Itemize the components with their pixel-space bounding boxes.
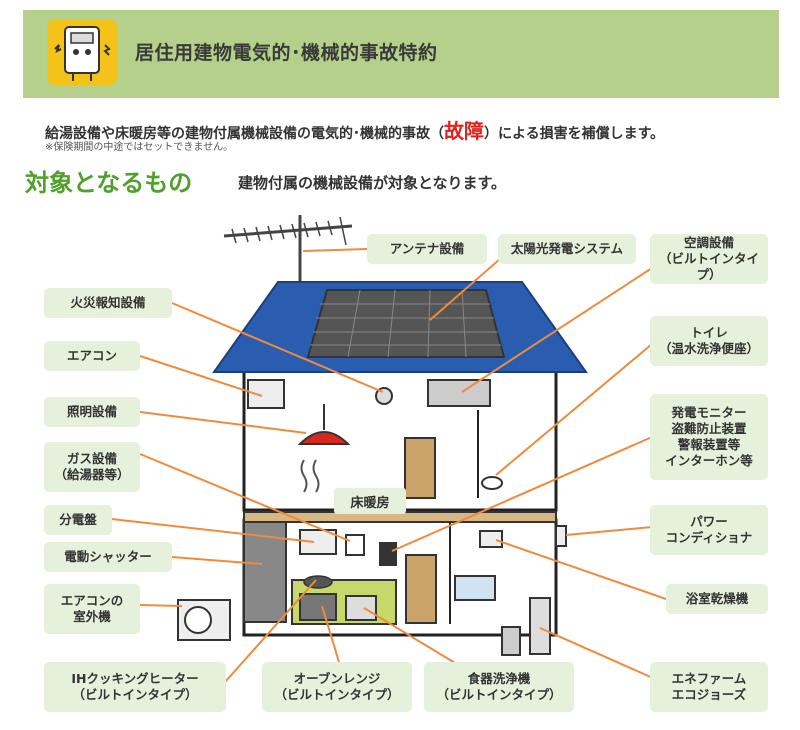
upper-door-icon	[404, 437, 436, 499]
label-aircon: エアコン	[44, 341, 140, 371]
bathtub-icon	[454, 575, 496, 601]
bath-dryer-icon	[479, 530, 503, 548]
section-heading: 対象となるもの	[25, 169, 193, 197]
floor-slab	[243, 511, 557, 523]
solar-panel-icon	[306, 289, 506, 358]
label-dishwasher: 食器洗浄機 （ビルトインタイプ）	[424, 662, 574, 712]
oven-icon	[299, 593, 337, 621]
smoke-detector-icon	[375, 387, 393, 405]
label-lighting: 照明設備	[44, 397, 140, 427]
power-conditioner-icon	[555, 525, 567, 547]
label-oven: オーブンレンジ （ビルトインタイプ）	[262, 662, 412, 712]
label-fire-alarm: 火災報知設備	[44, 288, 172, 318]
label-gas: ガス設備 （給湯器等）	[44, 442, 140, 492]
label-enefarm: エネファーム エコジョーズ	[650, 662, 768, 712]
header-banner	[23, 10, 779, 98]
note-text: ※保険期間の中途ではセットできません。	[45, 142, 234, 153]
section-subheading: 建物付属の機械設備が対象となります。	[238, 174, 507, 192]
floor-heating-label: 床暖房	[334, 488, 406, 514]
ceiling-vent-icon	[427, 379, 491, 407]
leader-lines	[111, 248, 667, 683]
ceiling-light-icon	[297, 431, 351, 445]
lower-door-icon	[405, 554, 437, 624]
breaker-panel-icon	[299, 529, 337, 555]
label-breaker: 分電盤	[44, 505, 112, 535]
label-power-conditioner: パワー コンディショナ	[650, 505, 768, 555]
label-bath-dryer: 浴室乾燥機	[666, 584, 768, 614]
lead-before: 給湯設備や床暖房等の建物付属機械設備の電気的･機械的事故（	[45, 126, 444, 142]
ih-cooker-icon	[303, 575, 333, 589]
lead-highlight: 故障	[444, 119, 484, 143]
label-outdoor-unit: エアコンの 室外機	[44, 584, 140, 634]
label-monitor: 発電モニター 盗難防止装置 警報装置等 インターホン等	[650, 394, 768, 480]
label-shutter: 電動シャッター	[44, 542, 172, 572]
label-toilet: トイレ （温水洗浄便座）	[650, 316, 768, 366]
antenna-icon	[223, 215, 353, 285]
enefarm-icon	[529, 597, 551, 655]
water-heater-icon	[47, 19, 117, 85]
label-aircon-builtin: 空調設備 （ビルトインタイプ）	[650, 234, 768, 284]
lead-after: ）による損害を補償します。	[484, 126, 665, 142]
page-title: 居住用建物電気的･機械的事故特約	[135, 42, 438, 64]
lead-text: 給湯設備や床暖房等の建物付属機械設備の電気的･機械的事故（故障）による損害を補償…	[45, 115, 664, 144]
label-antenna: アンテナ設備	[367, 234, 487, 264]
monitor-icon	[379, 542, 397, 566]
label-ih-cooker: IHクッキングヒーター （ビルトインタイプ）	[44, 662, 226, 712]
dishwasher-icon	[345, 595, 377, 621]
heater-controller-icon	[345, 534, 365, 556]
lower-floor-wall	[242, 518, 558, 637]
label-solar: 太陽光発電システム	[498, 234, 636, 264]
floor-heating-waves	[300, 459, 320, 493]
toilet-icon	[481, 476, 503, 490]
